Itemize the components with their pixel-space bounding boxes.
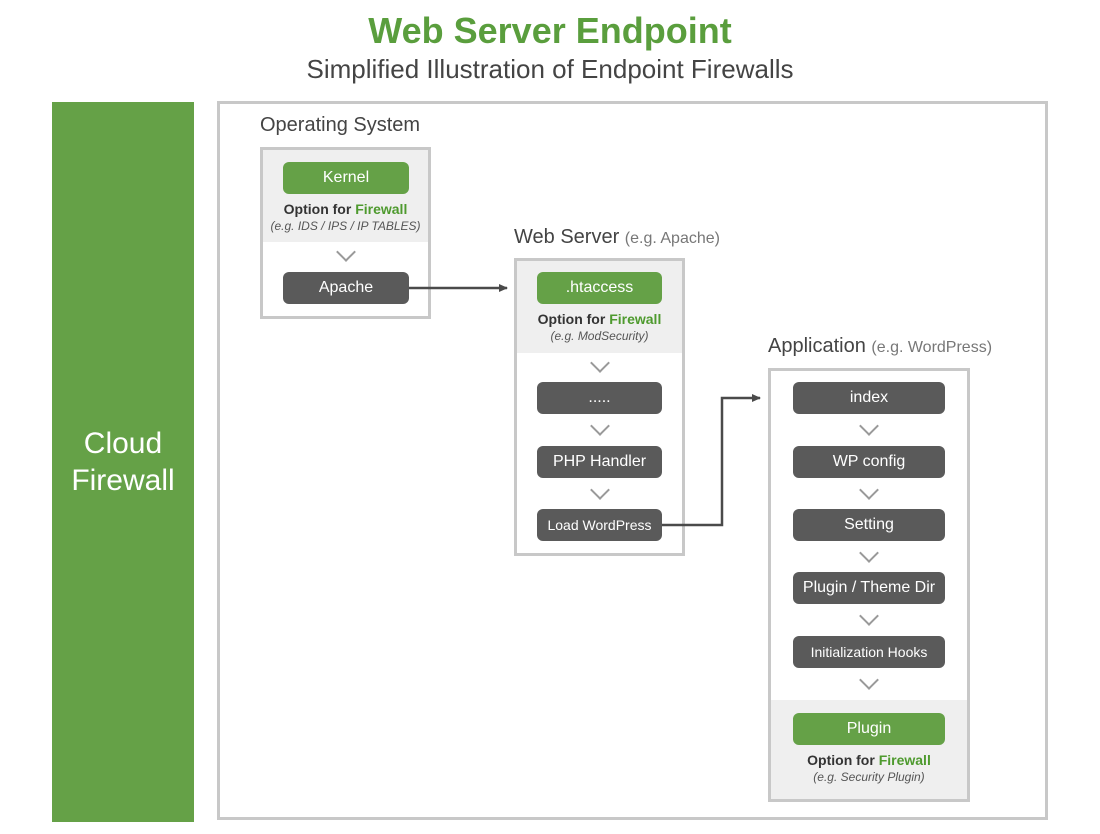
htaccess-block: .htaccess <box>537 272 662 304</box>
plugin-theme-dir-block: Plugin / Theme Dir <box>793 572 945 604</box>
web-server-firewall-note: (e.g. ModSecurity) <box>550 329 649 343</box>
web-option-firewall: Firewall <box>609 311 662 327</box>
app-option-prefix: Option for <box>807 752 879 768</box>
app-option-firewall: Firewall <box>878 752 931 768</box>
application-label: Application <box>768 335 866 357</box>
os-firewall-note: (e.g. IDS / IPS / IP TABLES) <box>270 219 421 233</box>
os-firewall-option: Option for Firewall <box>263 201 428 217</box>
apache-block: Apache <box>283 272 409 304</box>
ellipsis-block: ..... <box>537 382 662 414</box>
web-server-label-note: (e.g. Apache) <box>624 230 720 247</box>
os-option-firewall: Firewall <box>355 201 408 217</box>
web-server-section-label: Web Server (e.g. Apache) <box>514 226 720 249</box>
os-option-prefix: Option for <box>283 201 356 217</box>
arrow-load-wordpress-to-application <box>662 394 761 527</box>
wp-config-block: WP config <box>793 446 945 478</box>
page-title: Web Server Endpoint <box>368 10 732 51</box>
endpoint-frame <box>217 101 1048 820</box>
application-section-label: Application (e.g. WordPress) <box>768 335 992 358</box>
kernel-block: Kernel <box>283 162 409 194</box>
php-handler-block: PHP Handler <box>537 446 662 478</box>
application-firewall-option: Option for Firewall <box>771 752 967 768</box>
plugin-block: Plugin <box>793 713 945 745</box>
cloud-firewall-line1: Cloud <box>83 427 163 460</box>
web-server-firewall-option: Option for Firewall <box>517 311 682 327</box>
os-section-label: Operating System <box>260 114 421 136</box>
index-block: index <box>793 382 945 414</box>
application-label-note: (e.g. WordPress) <box>871 339 993 356</box>
cloud-firewall-bar: Cloud Firewall <box>52 102 194 822</box>
web-server-label: Web Server <box>514 226 620 248</box>
initialization-hooks-block: Initialization Hooks <box>793 636 945 668</box>
page-subtitle: Simplified Illustration of Endpoint Fire… <box>306 54 794 84</box>
setting-block: Setting <box>793 509 945 541</box>
web-option-prefix: Option for <box>537 311 610 327</box>
cloud-firewall-line2: Firewall <box>71 464 175 497</box>
application-firewall-note: (e.g. Security Plugin) <box>813 770 925 784</box>
load-wordpress-block: Load WordPress <box>537 509 662 541</box>
